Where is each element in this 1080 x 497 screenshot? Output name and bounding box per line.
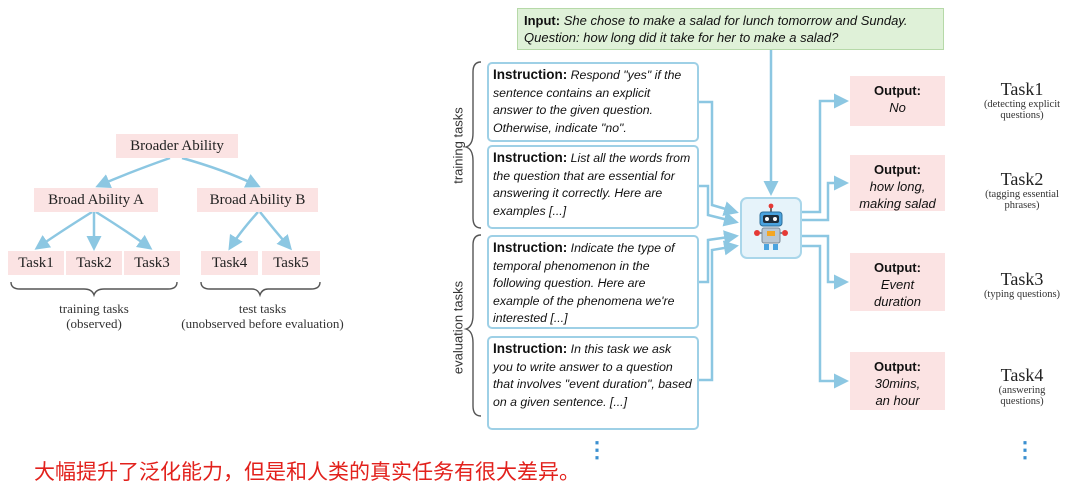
output-value-line2: an hour (875, 393, 920, 408)
instruction-label: Instruction: (493, 150, 568, 165)
evaluation-tasks-label: evaluation tasks (450, 280, 466, 375)
broad-ability-b-node: Broad Ability B (197, 188, 318, 212)
more-tasks-ellipsis: ⋮ (1014, 437, 1036, 462)
task-desc-line1: (tagging essential (985, 189, 1059, 200)
arrow-instr1-to-model (699, 100, 739, 216)
input-box: Input: She chose to make a salad for lun… (517, 8, 944, 50)
task-name: Task4 (1000, 365, 1044, 385)
task-desc-line1: (typing questions) (983, 289, 1061, 300)
input-line-2: Question: how long did it take for her t… (524, 29, 937, 46)
output-value-line2: making salad (859, 196, 936, 211)
input-sentence: She chose to make a salad for lunch tomo… (563, 13, 908, 28)
arrow-root-to-b (181, 156, 261, 188)
model-node (740, 197, 802, 259)
brace-test (200, 281, 321, 298)
arrow-model-to-out1 (802, 93, 849, 214)
instruction-text: In this task we ask you to write answer … (493, 342, 692, 409)
instruction-text: Respond "yes" if the sentence contains a… (493, 68, 682, 135)
instruction-label: Instruction: (493, 67, 568, 82)
broad-ability-a-node: Broad Ability A (34, 188, 158, 212)
output-box-3: Output: Event duration (850, 253, 945, 311)
task3-node: Task3 (124, 251, 180, 275)
arrow-model-to-out2 (802, 175, 849, 222)
task-desc-line2: phrases) (1004, 200, 1040, 211)
arrow-model-to-out3 (802, 234, 849, 290)
output-label: Output: (874, 359, 921, 374)
arrow-a-to-task3 (95, 210, 153, 250)
arrow-instr4-to-model (699, 240, 739, 382)
training-tasks-caption-line1: training tasks (59, 301, 129, 316)
task-label-4: Task4 (answering questions) (968, 365, 1076, 407)
question-label: Question: (524, 30, 580, 45)
task-name: Task2 (1000, 169, 1044, 189)
task-desc-line1: (detecting explicit (983, 99, 1061, 110)
instruction-box-4: Instruction: In this task we ask you to … (487, 336, 699, 430)
output-label: Output: (874, 83, 921, 98)
output-value-line1: Event (880, 277, 915, 292)
output-box-4: Output: 30mins, an hour (850, 352, 945, 410)
output-value-line1: No (889, 100, 906, 115)
task5-node: Task5 (262, 251, 320, 275)
robot-icon (754, 203, 788, 250)
input-line-1: Input: She chose to make a salad for lun… (524, 12, 937, 29)
training-tasks-caption-line2: (observed) (66, 316, 122, 331)
more-instructions-ellipsis: ⋮ (586, 437, 608, 462)
output-label: Output: (874, 260, 921, 275)
task-desc-line1: (answering (998, 385, 1046, 396)
task1-node: Task1 (8, 251, 64, 275)
arrow-model-to-out4 (802, 244, 849, 389)
training-tasks-label: training tasks (450, 107, 466, 184)
task-label-1: Task1 (detecting explicit questions) (968, 79, 1076, 121)
brace-evaluation-tasks (463, 234, 482, 417)
output-label: Output: (874, 162, 921, 177)
instruction-box-2: Instruction: List all the words from the… (487, 145, 699, 229)
instruction-text: List all the words from the question tha… (493, 151, 691, 218)
question-text: how long did it take for her to make a s… (583, 30, 839, 45)
task2-node: Task2 (66, 251, 122, 275)
instruction-label: Instruction: (493, 341, 568, 356)
test-tasks-caption: test tasks (unobserved before evaluation… (160, 301, 365, 331)
task-label-3: Task3 (typing questions) (968, 269, 1076, 300)
input-label: Input: (524, 13, 561, 28)
arrow-a-to-task1 (34, 210, 93, 250)
arrow-b-to-task5 (259, 211, 292, 251)
task-desc-line2: questions) (1000, 396, 1044, 407)
arrow-instr2-to-model (699, 184, 739, 227)
brace-training-tasks (463, 61, 482, 229)
brace-training (10, 281, 178, 298)
arrow-instr3-to-model (699, 230, 739, 284)
task4-node: Task4 (201, 251, 258, 275)
output-value-line1: how long, (869, 179, 926, 194)
task-name: Task3 (1000, 269, 1044, 289)
output-box-1: Output: No (850, 76, 945, 126)
output-value-line1: 30mins, (874, 376, 921, 391)
test-tasks-caption-line2: (unobserved before evaluation) (181, 316, 344, 331)
output-value-line2: duration (874, 294, 921, 309)
broader-ability-node: Broader Ability (116, 134, 238, 158)
footer-note: 大幅提升了泛化能力，但是和人类的真实任务有很大差异。 (34, 460, 580, 484)
task-name: Task1 (1000, 79, 1044, 99)
task-desc-line2: questions) (1000, 110, 1044, 121)
arrow-root-to-a (95, 156, 171, 189)
instruction-box-1: Instruction: Respond "yes" if the senten… (487, 62, 699, 142)
instruction-text: Indicate the type of temporal phenomenon… (493, 241, 675, 326)
instruction-box-3: Instruction: Indicate the type of tempor… (487, 235, 699, 329)
arrow-b-to-task4 (228, 211, 259, 251)
test-tasks-caption-line1: test tasks (238, 301, 287, 316)
task-label-2: Task2 (tagging essential phrases) (968, 169, 1076, 211)
training-tasks-caption: training tasks (observed) (34, 301, 154, 331)
instruction-label: Instruction: (493, 240, 568, 255)
output-box-2: Output: how long, making salad (850, 155, 945, 211)
